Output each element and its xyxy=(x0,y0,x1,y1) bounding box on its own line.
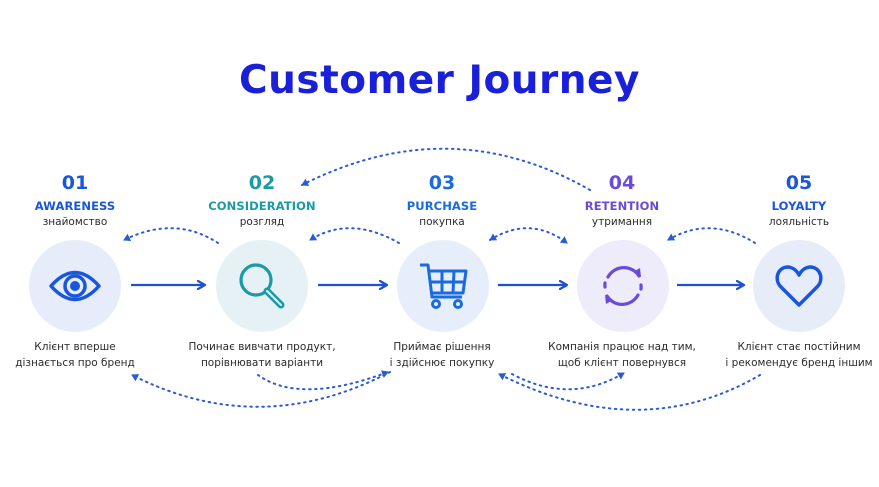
stage-name: AWARENESS xyxy=(34,199,116,213)
heart-icon xyxy=(775,265,823,307)
stage-name-ua: розгляд xyxy=(239,216,285,228)
description-line: Клієнт стає постійним xyxy=(737,341,861,353)
dotted-arc-loyalty-to-retention xyxy=(667,227,756,244)
dotted-arc-purchase-to-awareness xyxy=(131,371,391,408)
stage-name-ua: утримання xyxy=(591,216,653,228)
dotted-arc-consideration-to-purchase xyxy=(257,370,389,391)
stage-number: 02 xyxy=(248,172,276,194)
description-line: Приймає рішення xyxy=(393,341,491,353)
stage-icon-circle xyxy=(216,240,308,332)
description-line: порівнювати варіанти xyxy=(200,357,324,369)
stage-description: Клієнт стає постійним і рекомендує бренд… xyxy=(699,339,879,371)
stage-name: PURCHASE xyxy=(406,199,478,213)
stage-icon-circle xyxy=(397,240,489,332)
eye-icon xyxy=(49,270,101,302)
stage-icon-circle xyxy=(29,240,121,332)
magnifier-icon xyxy=(239,263,285,309)
description-line: Починає вивчати продукт, xyxy=(188,341,336,353)
stage-number: 05 xyxy=(785,172,813,194)
shopping-cart-icon xyxy=(420,263,468,309)
dotted-arc-loyalty-to-purchase xyxy=(498,373,761,411)
description-line: і рекомендує бренд іншим xyxy=(725,357,873,369)
description-line: дізнається про бренд xyxy=(15,357,135,369)
stage-number: 01 xyxy=(61,172,89,194)
description-line: щоб клієнт повернувся xyxy=(557,357,687,369)
stage-name: LOYALTY xyxy=(771,199,827,213)
dotted-arc-purchase-to-consideration xyxy=(309,227,400,244)
dotted-arc-consideration-to-awareness xyxy=(123,227,219,244)
description-line: і здійснює покупку xyxy=(389,357,495,369)
stage-name: CONSIDERATION xyxy=(208,199,316,213)
stage-description: Починає вивчати продукт, порівнювати вар… xyxy=(162,339,362,371)
dotted-arc-purchase-to-retention-bottom xyxy=(511,372,625,391)
stage-number: 04 xyxy=(608,172,636,194)
dotted-arc-helper xyxy=(313,237,350,243)
dotted-arc-retention-to-purchase xyxy=(489,233,498,241)
stage-icon-circle xyxy=(753,240,845,332)
stage-name-ua: знайомство xyxy=(42,216,108,228)
stage-description: Клієнт вперше дізнається про бренд xyxy=(0,339,175,371)
stage-description: Компанія працює над тим, щоб клієнт пове… xyxy=(522,339,722,371)
description-line: Клієнт вперше xyxy=(34,341,116,353)
dotted-arc-hidden xyxy=(375,229,400,243)
refresh-cycle-icon xyxy=(603,266,643,306)
stage-number: 03 xyxy=(428,172,456,194)
diagram-title: Customer Journey xyxy=(239,58,640,103)
stage-icon-circle xyxy=(577,240,669,332)
stage-name-ua: лояльність xyxy=(768,216,830,228)
stage-description: Приймає рішення і здійснює покупку xyxy=(342,339,542,371)
description-line: Компанія працює над тим, xyxy=(548,341,696,353)
stage-name: RETENTION xyxy=(584,199,660,213)
stage-name-ua: покупка xyxy=(419,216,465,228)
dotted-arc-purchase-to-retention xyxy=(489,227,568,244)
